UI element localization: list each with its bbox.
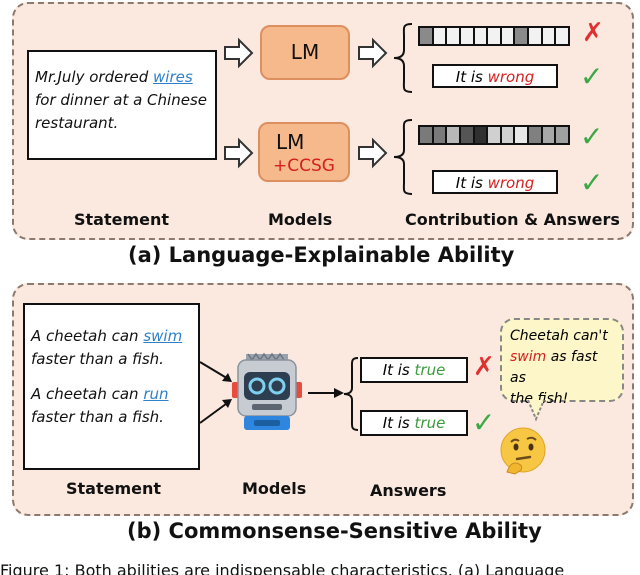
contribution-cell xyxy=(556,28,569,44)
check-mark-icon: ✓ xyxy=(472,406,496,439)
contribution-cell xyxy=(447,127,461,143)
speech-bubble: Cheetah can't swim as fast as the fish! xyxy=(500,318,624,407)
bubble-tail xyxy=(527,399,545,422)
contribution-cell xyxy=(488,28,502,44)
lm-ccsg-model-box: LM +CCSG xyxy=(258,122,350,182)
contribution-cell xyxy=(433,28,448,44)
contribution-bar xyxy=(418,26,570,46)
statement-text-b2: A cheetah can run faster than a fish. xyxy=(31,385,169,426)
column-label-models: Models xyxy=(268,210,333,229)
brace-icon xyxy=(393,23,413,93)
answer-box: It is true xyxy=(360,410,468,436)
contribution-cell xyxy=(529,127,543,143)
hollow-arrow-icon xyxy=(358,137,388,169)
caption-b: (b) Commonsense-Sensitive Ability xyxy=(127,519,542,543)
answer-word: wrong xyxy=(487,174,535,192)
statement-box-a: Mr.July ordered wires for dinner at a Ch… xyxy=(27,50,217,160)
statement-box-b: A cheetah can swim faster than a fish. A… xyxy=(23,303,200,470)
hollow-arrow-icon xyxy=(358,37,388,69)
contribution-cell xyxy=(420,28,434,44)
contribution-cell xyxy=(501,127,516,143)
cross-mark-icon: ✗ xyxy=(473,352,495,382)
contribution-cell xyxy=(542,28,557,44)
cross-mark-icon: ✗ xyxy=(582,18,604,48)
answer-box: It is wrong xyxy=(432,170,558,194)
highlight-word-run: run xyxy=(143,385,169,403)
contribution-cell xyxy=(515,127,530,143)
thinking-face-icon xyxy=(500,427,546,475)
robot-icon xyxy=(232,352,302,430)
bubble-highlight: swim xyxy=(510,349,547,365)
answer-word: true xyxy=(414,414,446,432)
contribution-cell xyxy=(474,28,489,44)
answer-word: true xyxy=(414,361,446,379)
contribution-cell xyxy=(447,28,461,44)
lm-label: LM xyxy=(290,40,320,64)
contribution-cell xyxy=(501,28,516,44)
answer-word: wrong xyxy=(487,68,535,86)
brace-icon xyxy=(343,357,359,431)
arrow-icon xyxy=(199,361,232,382)
figure-caption-partial: Figure 1: Both abilities are indispensab… xyxy=(0,561,565,575)
lm-label: LM xyxy=(276,130,305,154)
check-mark-icon: ✓ xyxy=(580,60,604,93)
contribution-cell xyxy=(460,28,475,44)
column-label-answers: Contribution & Answers xyxy=(405,210,620,229)
arrow-icon xyxy=(308,388,344,398)
caption-a: (a) Language-Explainable Ability xyxy=(128,243,515,267)
answer-box: It is true xyxy=(360,357,468,383)
contribution-cell xyxy=(515,28,530,44)
contribution-cell xyxy=(460,127,475,143)
contribution-cell xyxy=(474,127,489,143)
statement-text-b1: A cheetah can swim faster than a fish. xyxy=(31,327,183,368)
column-label-answers: Answers xyxy=(370,481,447,500)
highlight-word-swim: swim xyxy=(143,327,183,345)
brace-icon xyxy=(393,119,413,195)
column-label-statement: Statement xyxy=(74,210,170,229)
contribution-cell xyxy=(529,28,543,44)
bubble-line-1: Cheetah can't xyxy=(510,328,608,344)
contribution-cell xyxy=(433,127,448,143)
answer-box: It is wrong xyxy=(432,64,558,88)
ccsg-label: +CCSG xyxy=(273,156,335,176)
hollow-arrow-icon xyxy=(224,37,254,69)
contribution-cell xyxy=(488,127,502,143)
check-mark-icon: ✓ xyxy=(580,120,604,153)
column-label-models: Models xyxy=(242,479,307,498)
arrow-icon xyxy=(199,399,232,424)
contribution-cell xyxy=(542,127,557,143)
contribution-bar xyxy=(418,125,570,145)
lm-model-box: LM xyxy=(260,25,350,80)
highlight-word-wires: wires xyxy=(153,68,193,86)
column-label-statement: Statement xyxy=(66,479,162,498)
statement-text-a: Mr.July ordered wires for dinner at a Ch… xyxy=(35,68,207,132)
contribution-cell xyxy=(420,127,434,143)
hollow-arrow-icon xyxy=(224,137,254,169)
contribution-cell xyxy=(556,127,569,143)
bubble-line-3: the fish! xyxy=(510,391,569,407)
check-mark-icon: ✓ xyxy=(580,166,604,199)
